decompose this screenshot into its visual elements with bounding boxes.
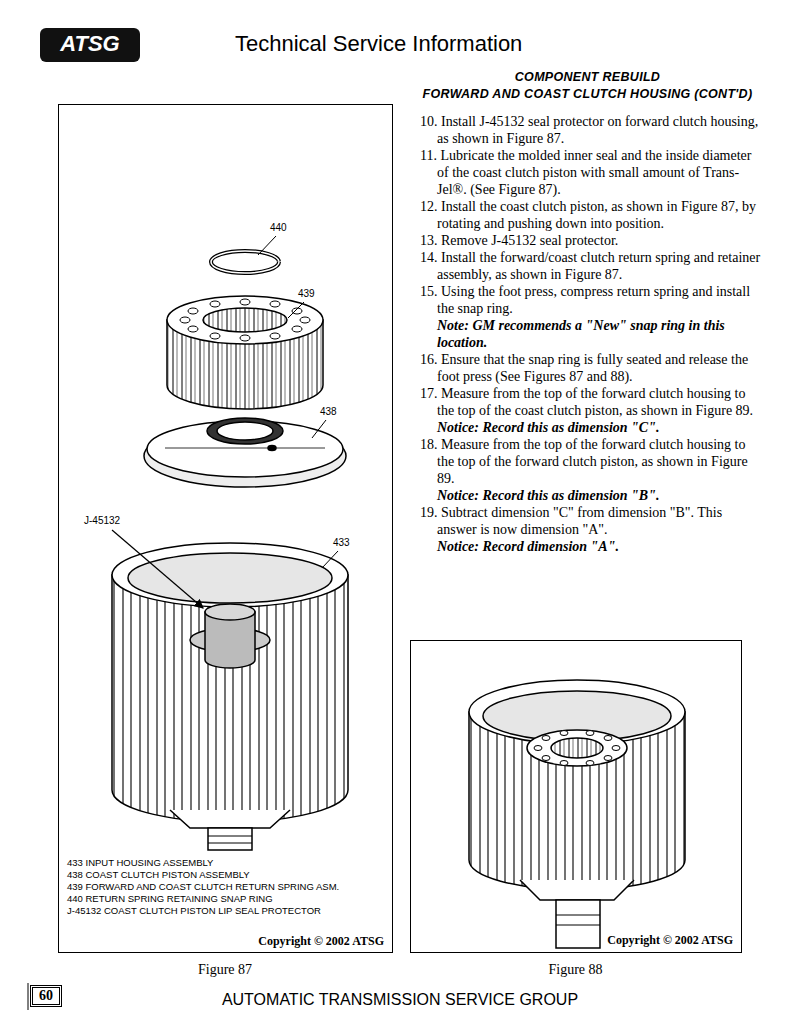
- figure-caption: Figure 88: [411, 962, 740, 978]
- instruction-step: 10. Install J-45132 seal protector on fo…: [420, 113, 765, 147]
- figure-frame: 433 INPUT HOUSING ASSEMBLY438 COAST CLUT…: [58, 104, 393, 953]
- page-number: 60: [33, 988, 59, 1004]
- section-heading: FORWARD AND COAST CLUTCH HOUSING (CONT'D…: [405, 87, 770, 101]
- parts-list-line: 439 FORWARD AND COAST CLUTCH RETURN SPRI…: [67, 881, 339, 893]
- note-text: Notice: Record this as dimension "C".: [420, 419, 765, 436]
- callout-number: 438: [320, 406, 337, 417]
- section-heading: COMPONENT REBUILD: [420, 70, 755, 84]
- parts-list-line: J-45132 COAST CLUTCH PISTON LIP SEAL PRO…: [67, 905, 321, 917]
- instruction-step: 17. Measure from the top of the forward …: [420, 385, 765, 419]
- instruction-step: 16. Ensure that the snap ring is fully s…: [420, 351, 765, 385]
- footer-text: AUTOMATIC TRANSMISSION SERVICE GROUP: [0, 991, 800, 1009]
- callout-number: J-45132: [84, 515, 120, 526]
- instruction-column: 10. Install J-45132 seal protector on fo…: [420, 113, 765, 555]
- callout-number: 433: [333, 537, 350, 548]
- callout-number: 439: [298, 288, 315, 299]
- callout-number: 440: [270, 222, 287, 233]
- instruction-step: 12. Install the coast clutch piston, as …: [420, 198, 765, 232]
- figure-88-drawing: [469, 680, 685, 948]
- parts-list-line: 438 COAST CLUTCH PISTON ASSEMBLY: [67, 869, 250, 881]
- figure-caption: Figure 87: [59, 962, 391, 978]
- figure-frame: Copyright © 2002 ATSGFigure 88: [410, 640, 742, 953]
- parts-list-line: 433 INPUT HOUSING ASSEMBLY: [67, 857, 213, 869]
- note-text: Note: GM recommends a "New" snap ring in…: [420, 317, 765, 351]
- logo-text: ATSG: [40, 31, 140, 57]
- instruction-step: 14. Install the forward/coast clutch ret…: [420, 249, 765, 283]
- page-number-box: 60: [30, 985, 62, 1007]
- page-title: Technical Service Information: [235, 31, 522, 57]
- figure-87-drawing: [112, 236, 348, 850]
- logo-badge: ATSG: [40, 28, 140, 62]
- instruction-step: 13. Remove J-45132 seal protector.: [420, 232, 765, 249]
- copyright: Copyright © 2002 ATSG: [411, 933, 733, 948]
- note-text: Notice: Record dimension "A".: [420, 538, 765, 555]
- instruction-step: 11. Lubricate the molded inner seal and …: [420, 147, 765, 198]
- instruction-step: 18. Measure from the top of the forward …: [420, 436, 765, 487]
- copyright: Copyright © 2002 ATSG: [59, 934, 384, 949]
- note-text: Notice: Record this as dimension "B".: [420, 487, 765, 504]
- instruction-step: 15. Using the foot press, compress retur…: [420, 283, 765, 317]
- instruction-step: 19. Subtract dimension "C" from dimensio…: [420, 504, 765, 538]
- parts-list-line: 440 RETURN SPRING RETAINING SNAP RING: [67, 893, 273, 905]
